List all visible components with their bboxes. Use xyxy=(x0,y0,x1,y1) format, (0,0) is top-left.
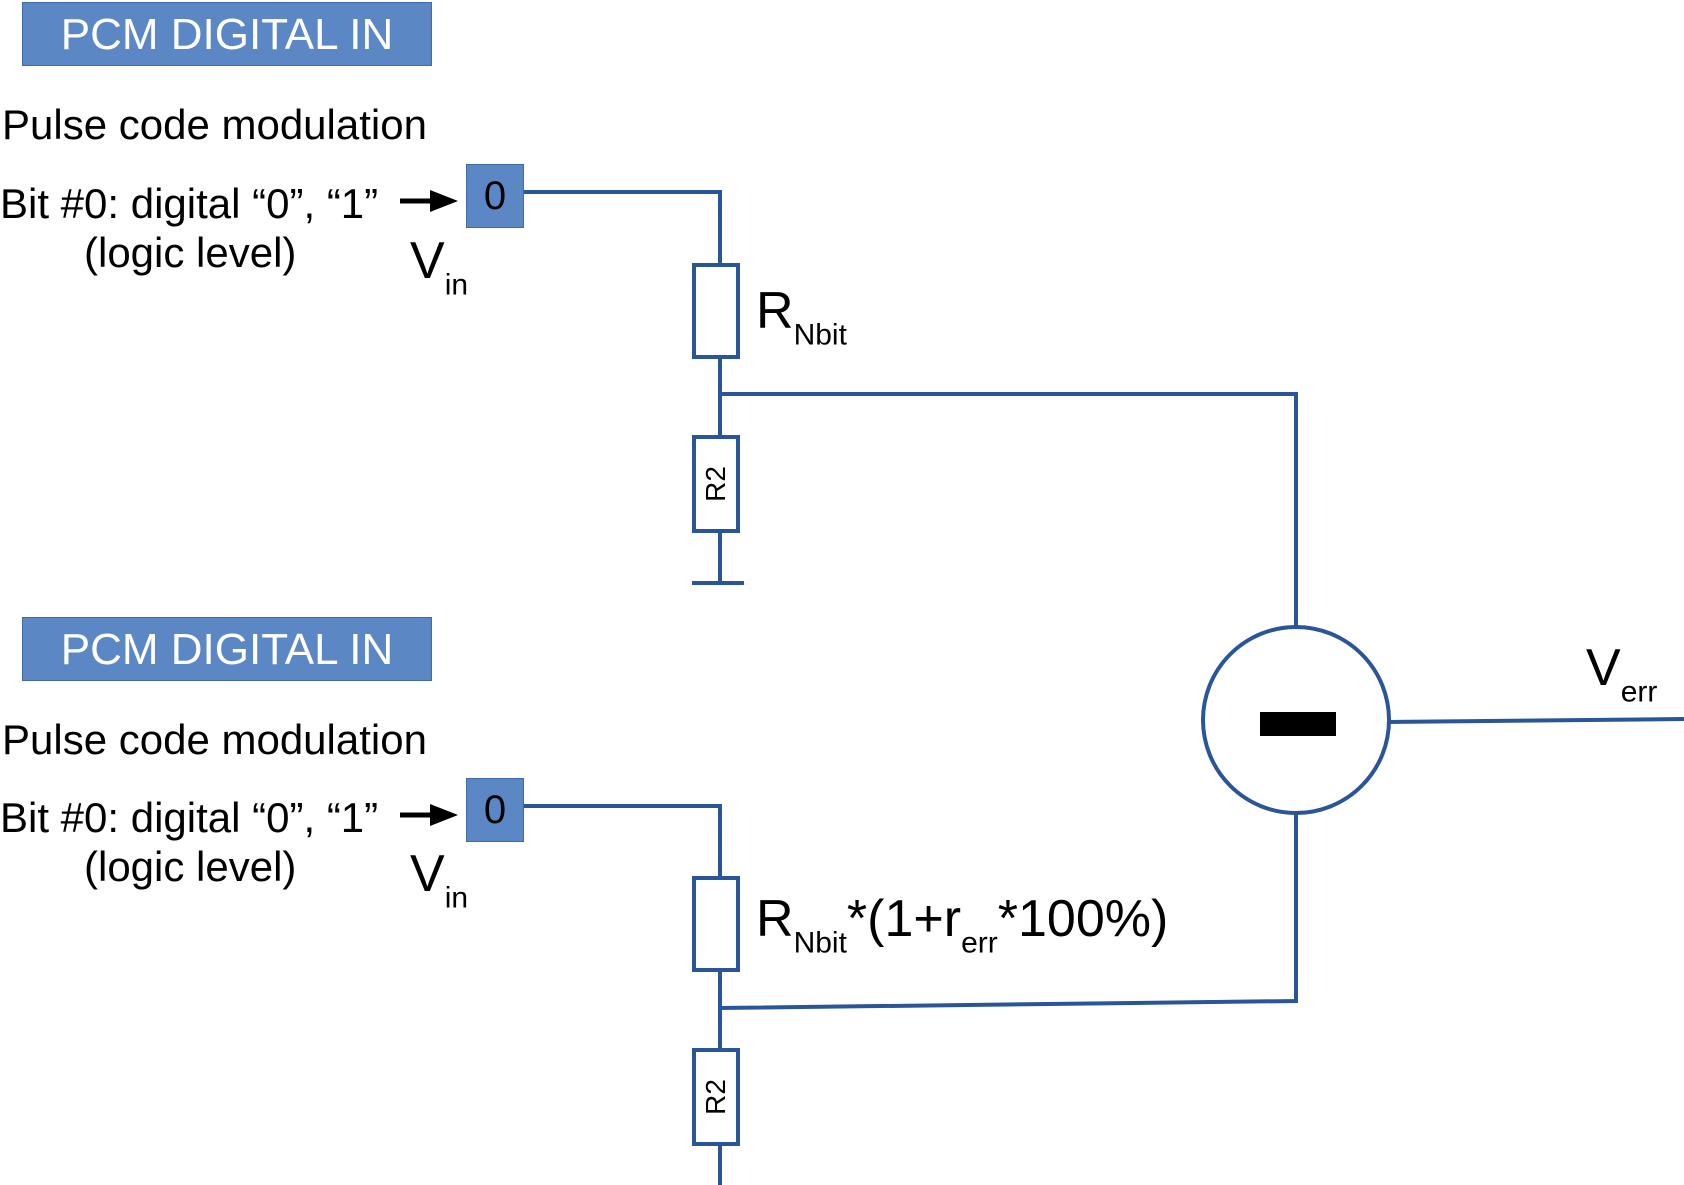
minus-icon xyxy=(1260,712,1336,736)
vin-sub-1: in xyxy=(444,268,469,302)
resistor-nbit-label-2: RNbit*(1+rerr*100%) xyxy=(756,893,1168,959)
resistor-sub-2: Nbit xyxy=(793,926,847,960)
logic-label-2: (logic level) xyxy=(84,843,297,890)
resistor-main-2: R xyxy=(756,890,794,948)
vin-sub-2: in xyxy=(444,881,469,915)
resistor-suffix-sub-2: err xyxy=(961,926,998,960)
feed-wire-1 xyxy=(718,392,1298,629)
input-wire-2 xyxy=(524,804,722,880)
verr-label: Verr xyxy=(1586,642,1657,708)
resistor-nbit-label-1: RNbit xyxy=(756,285,847,351)
resistor-nbit-2 xyxy=(692,876,740,972)
resistor-nbit-1 xyxy=(692,263,740,359)
bit-label-1: Bit #0: digital “0”, “1” xyxy=(0,180,379,227)
vin-main-1: V xyxy=(410,232,445,290)
resistor-r2-1 xyxy=(692,435,740,533)
vin-label-1: Vin xyxy=(410,235,468,301)
resistor-r2-2 xyxy=(692,1048,740,1146)
vin-label-2: Vin xyxy=(410,848,468,914)
logic-label-1: (logic level) xyxy=(84,229,297,276)
arrow-right-icon xyxy=(400,190,458,212)
resistor-main-1: R xyxy=(756,282,794,340)
bit-label-2: Bit #0: digital “0”, “1” xyxy=(0,794,379,841)
bit-input-box-2: 0 xyxy=(466,778,524,842)
feed-wire-2 xyxy=(717,812,1298,1011)
r2-text-2: R2 xyxy=(700,1079,731,1115)
input-wire-1 xyxy=(522,190,722,267)
pcm-subtitle-2: Pulse code modulation xyxy=(2,716,427,763)
bit-input-box-1: 0 xyxy=(466,164,524,228)
verr-main: V xyxy=(1586,639,1621,697)
resistor-sub-1: Nbit xyxy=(793,318,847,352)
verr-sub: err xyxy=(1620,675,1658,709)
arrow-right-icon xyxy=(400,804,458,826)
pcm-header-2: PCM DIGITAL IN xyxy=(22,617,432,681)
r2-text-1: R2 xyxy=(700,466,731,502)
resistor-suffix-b-2: *100%) xyxy=(997,890,1169,948)
pcm-header-1: PCM DIGITAL IN xyxy=(22,2,432,66)
output-wire xyxy=(1386,716,1684,725)
resistor-suffix-a-2: *(1+r xyxy=(846,890,962,948)
pcm-subtitle-1: Pulse code modulation xyxy=(2,101,427,148)
vin-main-2: V xyxy=(410,845,445,903)
